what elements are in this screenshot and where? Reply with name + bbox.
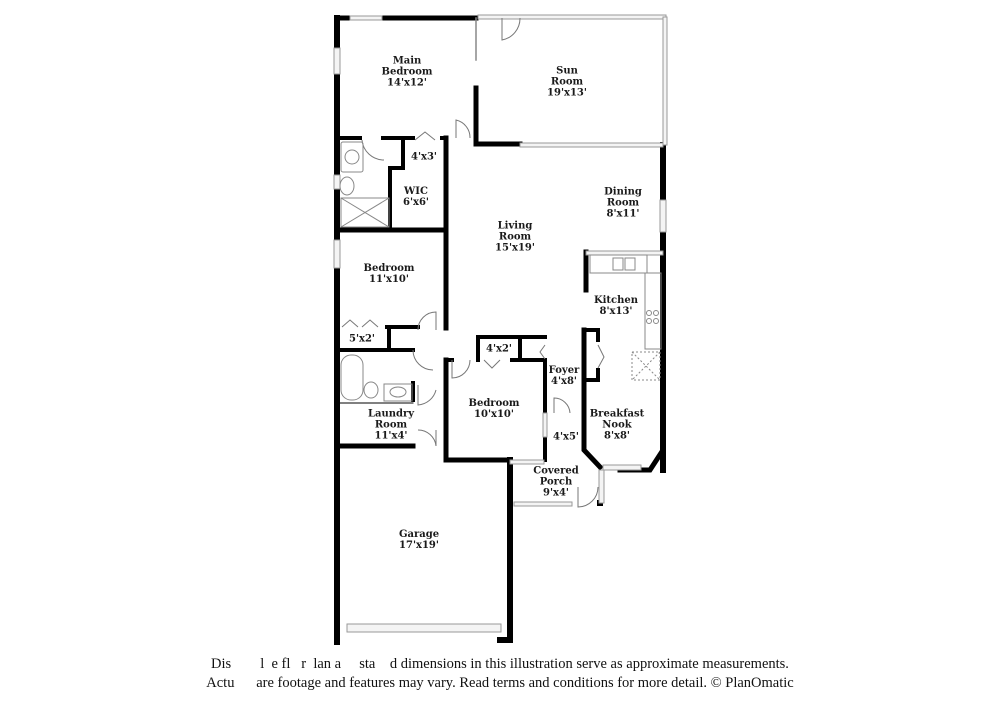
room-covered-porch: Covered Porch 9'x4'	[533, 466, 578, 499]
room-dimensions: 4'x3'	[410, 151, 438, 163]
room-dimensions: 8'x11'	[606, 208, 640, 220]
room-name: Dining	[604, 186, 642, 198]
room-dimensions: 17'x19'	[399, 540, 439, 551]
room-breakfast-nook: Breakfast Nook 8'x8'	[590, 409, 645, 442]
room-dimensions: 4'x8'	[550, 376, 578, 387]
room-garage: Garage 17'x19'	[399, 529, 439, 551]
room-name: Sun	[556, 65, 578, 77]
room-foyer: Foyer 4'x8'	[549, 365, 580, 387]
disclaimer-line-1: Dis l e fl r lan a sta d dimensions in t…	[211, 656, 789, 672]
room-wic: WIC 6'x6'	[403, 186, 429, 208]
room-bedroom-3: Bedroom 10'x10'	[469, 398, 520, 420]
room-hall-4x5: 4'x5'	[553, 432, 579, 443]
room-name: Bedroom	[468, 398, 520, 409]
room-dimensions: 10'x10'	[474, 409, 514, 420]
room-dimensions: 4'x5'	[552, 431, 580, 443]
room-name: Foyer	[548, 365, 580, 376]
room-closet-4x3: 4'x3'	[411, 152, 437, 163]
room-name: Breakfast	[589, 408, 645, 420]
room-dimensions: 9'x4'	[542, 487, 569, 499]
room-dimensions: 11'x10'	[369, 274, 409, 285]
room-name: Living	[497, 220, 533, 232]
walls	[334, 15, 666, 645]
room-dining-room: Dining Room 8'x11'	[604, 187, 642, 220]
room-dimensions: 8'x13'	[599, 306, 633, 317]
room-name: Kitchen	[593, 295, 639, 306]
windows	[333, 14, 668, 633]
room-dimensions: 11'x4'	[374, 430, 408, 442]
doors	[341, 17, 605, 508]
room-dimensions: 8'x8'	[603, 430, 630, 442]
room-name: Room	[498, 231, 532, 243]
room-dimensions: 15'x19'	[495, 242, 535, 254]
room-bedroom-2: Bedroom 11'x10'	[364, 263, 415, 285]
room-name: Porch	[539, 476, 573, 488]
room-name: Nook	[602, 419, 632, 431]
room-dimensions: 14'x12'	[387, 77, 427, 89]
room-sun-room: Sun Room 19'x13'	[547, 66, 587, 99]
disclaimer-line-2: Actu are footage and features may vary. …	[206, 675, 794, 691]
room-name: Room	[374, 419, 408, 431]
room-name: Garage	[398, 529, 440, 540]
room-name: Covered	[533, 465, 579, 477]
room-dimensions: 5'x2'	[348, 333, 376, 345]
room-living-room: Living Room 15'x19'	[495, 221, 535, 254]
room-dimensions: 6'x6'	[402, 197, 430, 208]
room-name: Room	[606, 197, 640, 209]
room-closet-5x2: 5'x2'	[349, 334, 375, 345]
room-name: Laundry	[367, 408, 415, 420]
room-dimensions: 19'x13'	[547, 87, 587, 99]
room-closet-4x2: 4'x2'	[486, 344, 512, 355]
room-dimensions: 4'x2'	[485, 343, 513, 355]
room-name: Main	[392, 55, 422, 67]
room-kitchen: Kitchen 8'x13'	[594, 295, 638, 317]
fixtures	[339, 141, 662, 402]
room-name: Room	[550, 76, 584, 88]
room-name: Bedroom	[381, 66, 433, 78]
room-name: Bedroom	[363, 263, 415, 274]
room-laundry-room: Laundry Room 11'x4'	[368, 409, 414, 442]
room-name: WIC	[404, 186, 428, 197]
room-main-bedroom: Main Bedroom 14'x12'	[382, 56, 433, 89]
